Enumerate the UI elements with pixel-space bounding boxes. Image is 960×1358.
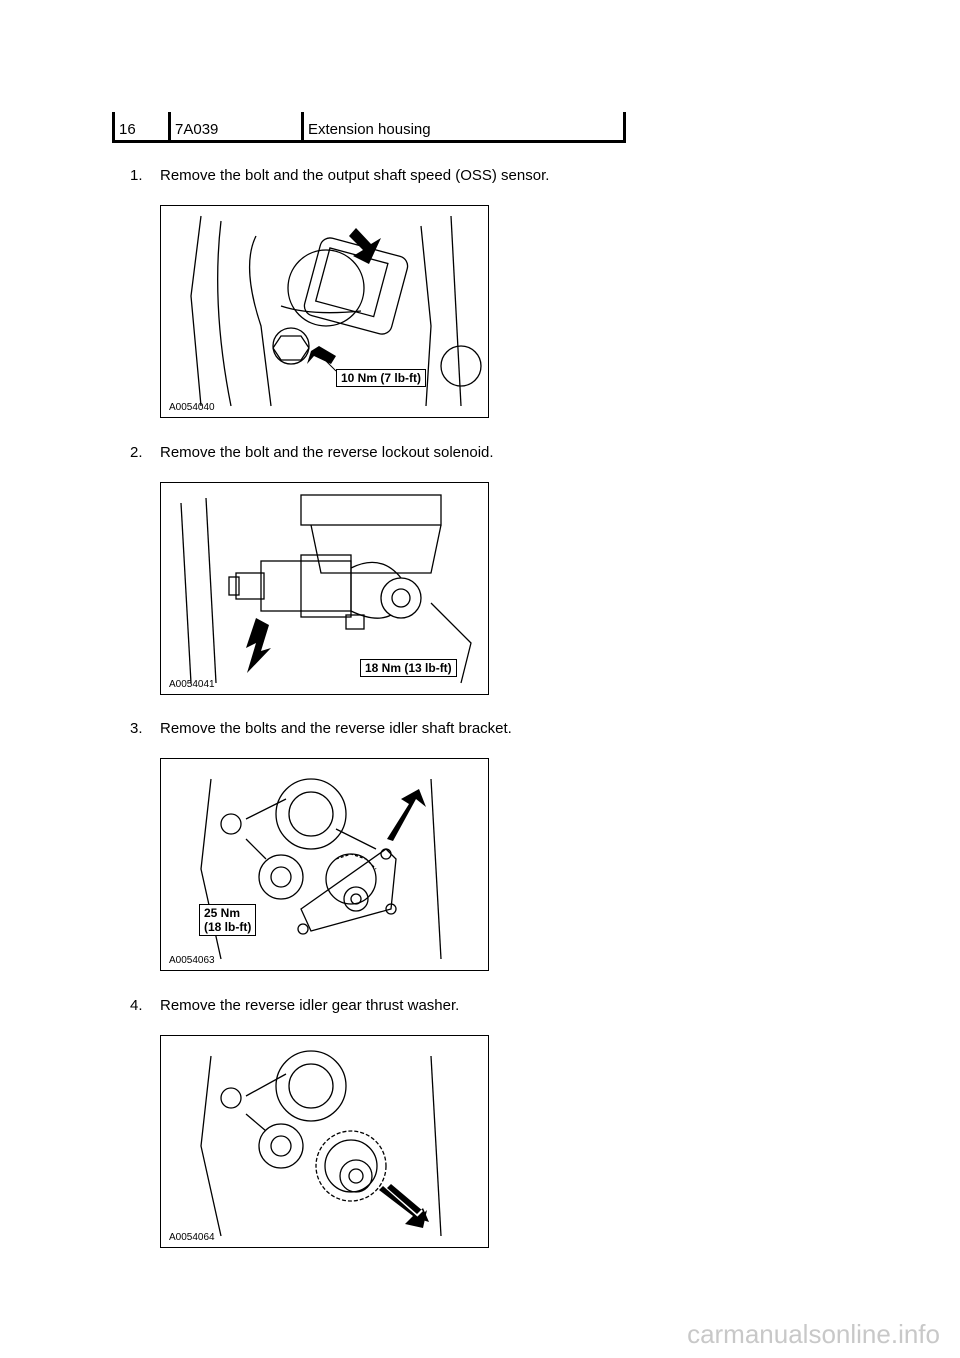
torque-label: 25 Nm (18 lb-ft) — [199, 904, 257, 936]
step-text: Remove the reverse idler gear thrust was… — [160, 997, 460, 1014]
parts-table: 16 7A039 Extension housing — [112, 112, 626, 143]
figure-thrust-washer: A0054064 — [160, 1035, 489, 1248]
watermark: carmanualsonline.info — [687, 1319, 940, 1349]
figure-id: A0054063 — [169, 955, 215, 966]
step-text: Remove the bolt and the output shaft spe… — [160, 167, 550, 184]
thrust-washer-illustration — [200, 1050, 442, 1237]
step-1: 1. Remove the bolt and the output shaft s… — [130, 167, 549, 184]
step-text: Remove the bolt and the reverse lockout … — [160, 444, 494, 461]
item-number: 16 — [112, 112, 171, 143]
part-description: Extension housing — [302, 112, 626, 143]
figure-id: A0054041 — [169, 679, 215, 690]
torque-label: 10 Nm (7 lb-ft) — [336, 369, 427, 387]
step-text: Remove the bolts and the reverse idler s… — [160, 720, 512, 737]
figure-lockout-solenoid: A0054041 18 Nm (13 lb-ft) — [160, 482, 489, 695]
figure-id: A0054040 — [169, 402, 215, 413]
oss-sensor-illustration — [190, 215, 482, 407]
step-number: 4. — [130, 997, 143, 1014]
figure-id: A0054064 — [169, 1232, 215, 1243]
torque-label: 18 Nm (13 lb-ft) — [360, 659, 457, 677]
lockout-solenoid-illustration — [180, 494, 472, 684]
figure-oss-sensor: A0054040 10 Nm (7 lb-ft) — [160, 205, 489, 418]
step-3: 3. Remove the bolts and the reverse idler… — [130, 720, 512, 737]
parts-row: 16 7A039 Extension housing — [112, 112, 626, 143]
step-number: 1. — [130, 167, 143, 184]
step-4: 4. Remove the reverse idler gear thrust w… — [130, 997, 459, 1014]
step-number: 2. — [130, 444, 143, 461]
figure-idler-bracket: A0054063 25 Nm (18 lb-ft) — [160, 758, 489, 971]
part-number: 7A039 — [169, 112, 304, 143]
step-2: 2. Remove the bolt and the reverse lockou… — [130, 444, 494, 461]
idler-bracket-illustration — [200, 778, 442, 960]
step-number: 3. — [130, 720, 143, 737]
